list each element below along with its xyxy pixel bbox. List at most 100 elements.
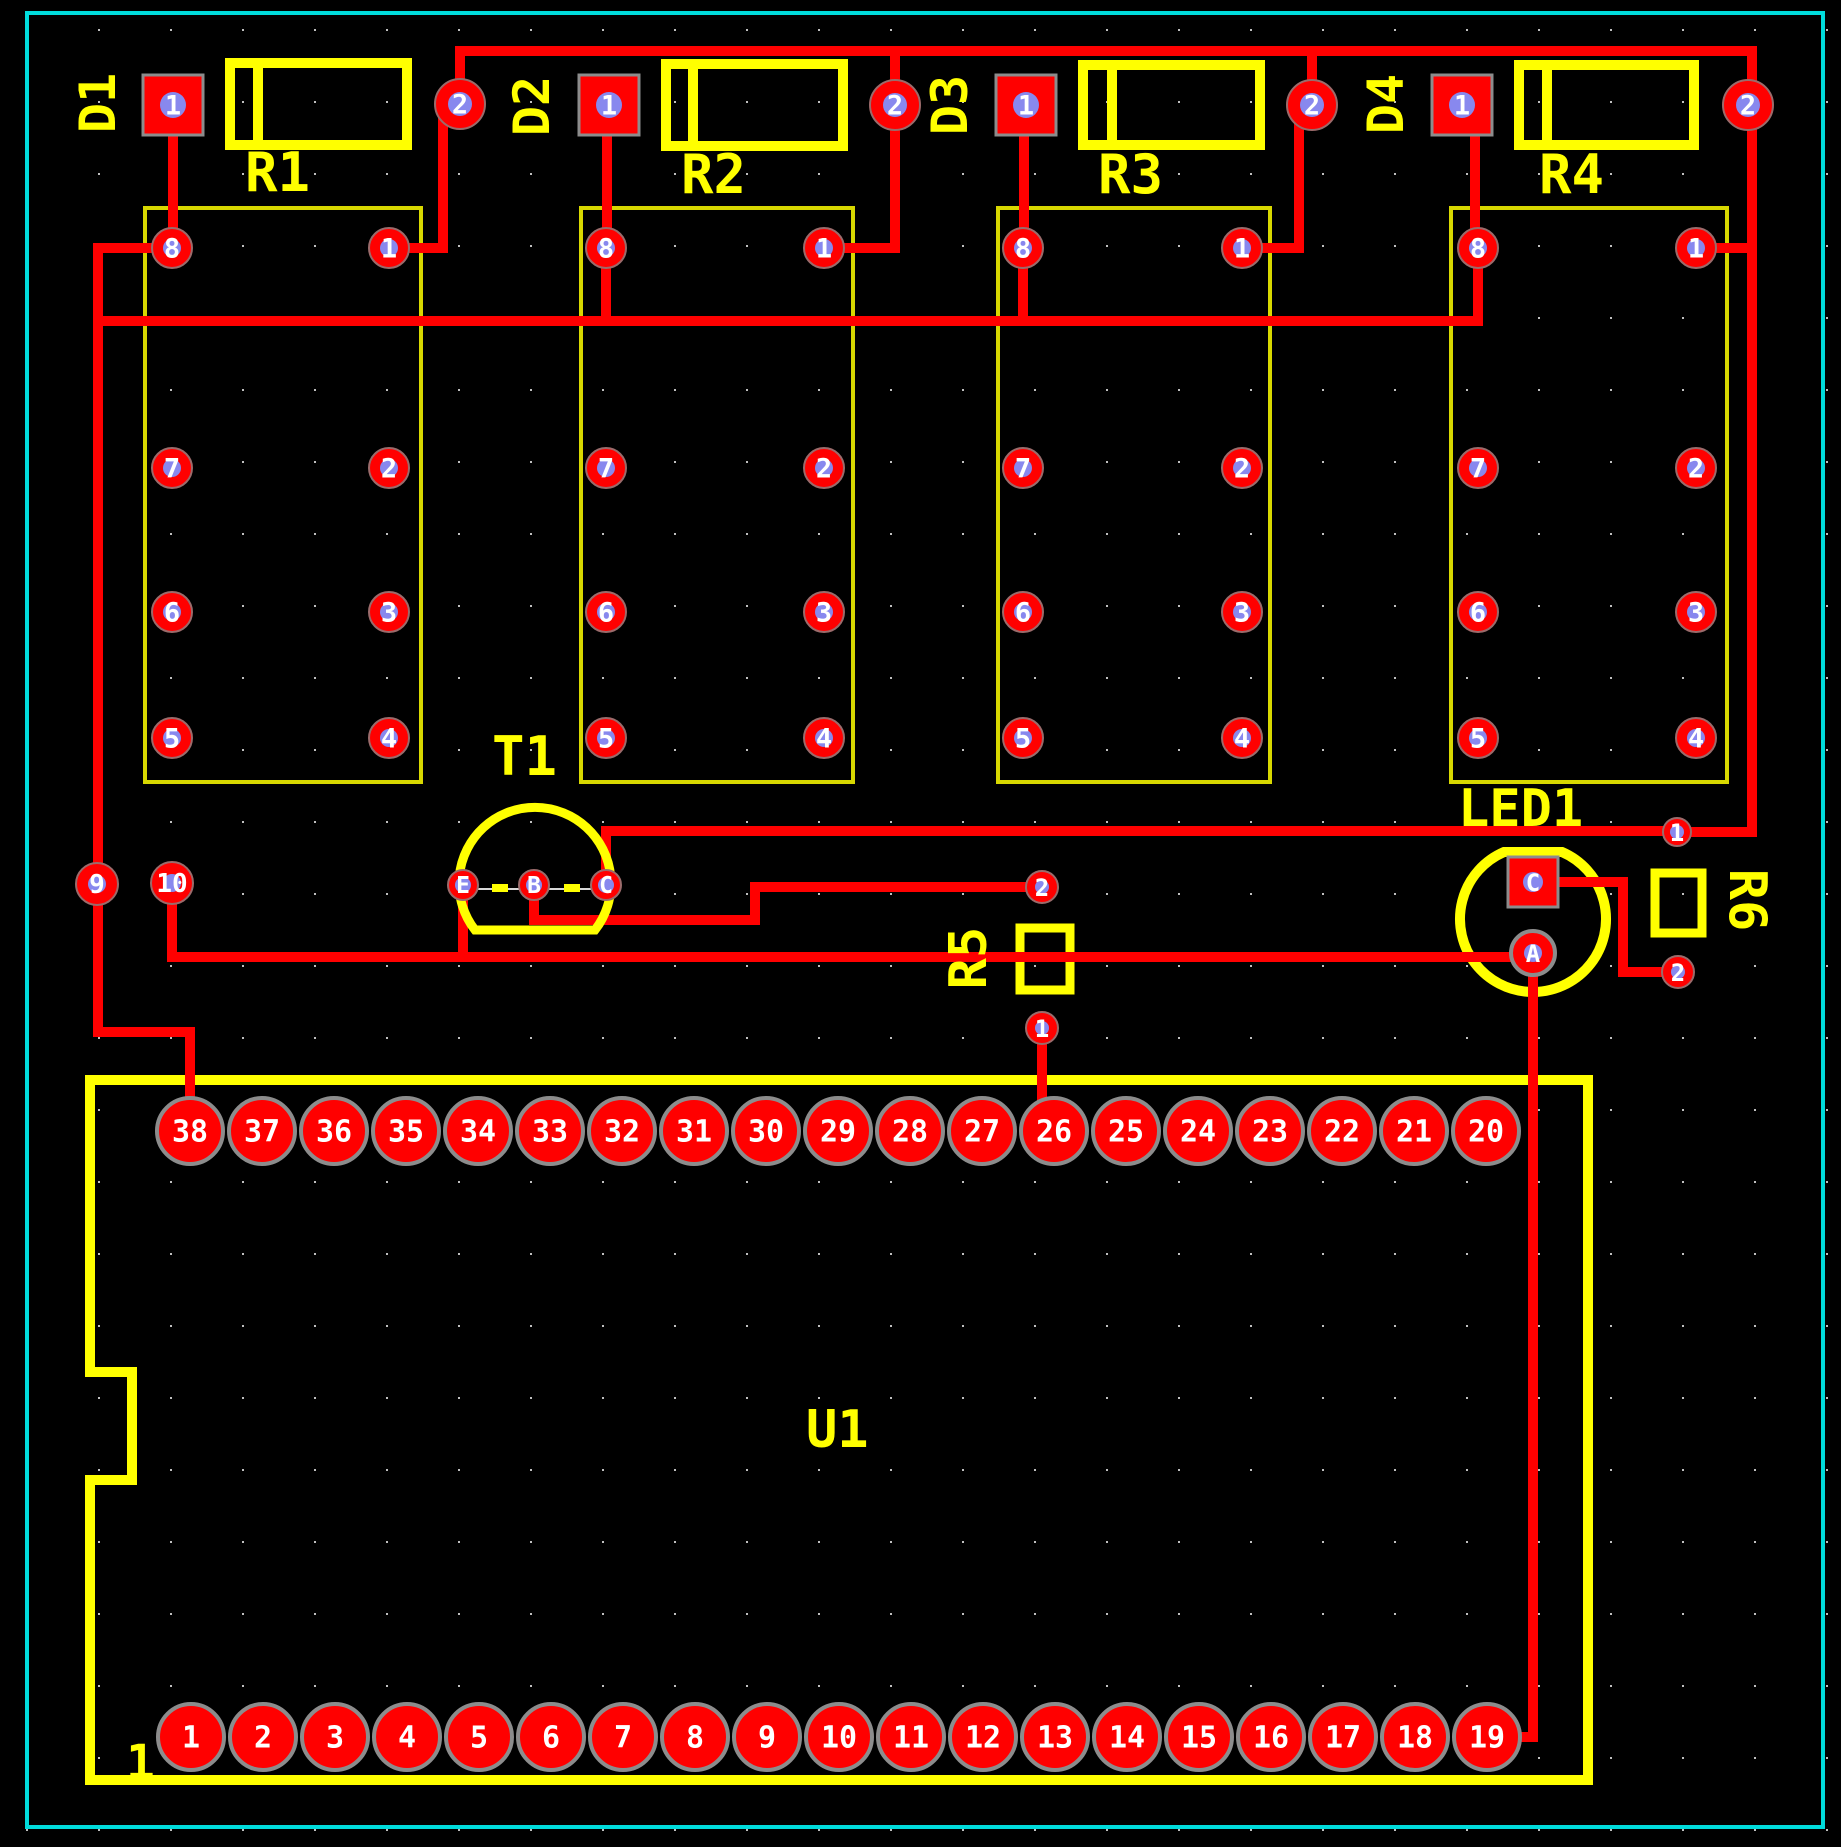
u1-pad37[interactable] bbox=[227, 1096, 297, 1166]
grid-dot bbox=[1538, 389, 1540, 391]
led1-pad-c[interactable] bbox=[1506, 855, 1560, 909]
d1-label[interactable]: D1 bbox=[69, 73, 127, 133]
u1-pad20[interactable] bbox=[1451, 1096, 1521, 1166]
u1-pad17[interactable] bbox=[1308, 1702, 1378, 1772]
grid-dot bbox=[1322, 245, 1324, 247]
u1-pad9-number: 9 bbox=[758, 1721, 776, 1756]
u1-pad31[interactable] bbox=[659, 1096, 729, 1166]
u1-pad26[interactable] bbox=[1019, 1096, 1089, 1166]
r2-label[interactable]: R2 bbox=[681, 143, 746, 206]
grid-dot bbox=[170, 677, 172, 679]
u1-pad36[interactable] bbox=[299, 1096, 369, 1166]
grid-dot bbox=[1034, 1829, 1036, 1831]
u1-pad18-number: 18 bbox=[1397, 1721, 1433, 1756]
u1-pad25[interactable] bbox=[1091, 1096, 1161, 1166]
u1-pad3[interactable] bbox=[300, 1702, 370, 1772]
r3-outline[interactable] bbox=[1078, 60, 1265, 150]
u1-pad22[interactable] bbox=[1307, 1096, 1377, 1166]
u1-pad34[interactable] bbox=[443, 1096, 513, 1166]
grid-dot bbox=[530, 1037, 532, 1039]
u1-pad8[interactable] bbox=[660, 1702, 730, 1772]
grid-dot bbox=[962, 1685, 964, 1687]
r3-label[interactable]: R3 bbox=[1098, 143, 1163, 206]
d4-label[interactable]: D4 bbox=[1357, 74, 1415, 134]
u1-pad32[interactable] bbox=[587, 1096, 657, 1166]
grid-dot bbox=[170, 1829, 172, 1831]
u1-pad4[interactable] bbox=[372, 1702, 442, 1772]
u1-pad28[interactable] bbox=[875, 1096, 945, 1166]
grid-dot bbox=[170, 1037, 172, 1039]
u1-pad29[interactable] bbox=[803, 1096, 873, 1166]
u1-pad18[interactable] bbox=[1380, 1702, 1450, 1772]
r6-label[interactable]: R6 bbox=[1717, 869, 1777, 932]
grid-dot bbox=[1250, 1037, 1252, 1039]
u1-pad24[interactable] bbox=[1163, 1096, 1233, 1166]
relay1-pad6-hole bbox=[163, 603, 181, 621]
u1-pad38[interactable] bbox=[155, 1096, 225, 1166]
r1-outline[interactable] bbox=[225, 58, 412, 150]
u1-pad13[interactable] bbox=[1020, 1702, 1090, 1772]
d3-label[interactable]: D3 bbox=[921, 75, 979, 135]
relay1-outline[interactable] bbox=[143, 206, 423, 784]
u1-pad9[interactable] bbox=[732, 1702, 802, 1772]
u1-pad5[interactable] bbox=[444, 1702, 514, 1772]
u1-pad12[interactable] bbox=[948, 1702, 1018, 1772]
grid-dot bbox=[1394, 965, 1396, 967]
r2-outline[interactable] bbox=[661, 59, 848, 151]
u1-pad10[interactable] bbox=[804, 1702, 874, 1772]
grid-dot bbox=[818, 1397, 820, 1399]
u1-pad35[interactable] bbox=[371, 1096, 441, 1166]
grid-dot bbox=[242, 1253, 244, 1255]
u1-label[interactable]: U1 bbox=[806, 1400, 869, 1460]
u1-pad2[interactable] bbox=[228, 1702, 298, 1772]
grid-dot bbox=[1538, 1037, 1540, 1039]
relay3-pad8-hole bbox=[1014, 239, 1032, 257]
board-outline[interactable] bbox=[25, 11, 1825, 1829]
u1-pad7[interactable] bbox=[588, 1702, 658, 1772]
u1-pad27[interactable] bbox=[947, 1096, 1017, 1166]
u1-pad1[interactable] bbox=[156, 1702, 226, 1772]
grid-dot bbox=[1250, 1181, 1252, 1183]
grid-dot bbox=[890, 749, 892, 751]
grid-dot bbox=[1322, 1325, 1324, 1327]
u1-pad23[interactable] bbox=[1235, 1096, 1305, 1166]
grid-dot bbox=[1178, 101, 1180, 103]
u1-pad6[interactable] bbox=[516, 1702, 586, 1772]
u1-pad11[interactable] bbox=[876, 1702, 946, 1772]
t1-label[interactable]: T1 bbox=[492, 725, 557, 788]
relay3-outline[interactable] bbox=[996, 206, 1272, 784]
grid-dot bbox=[1466, 1181, 1468, 1183]
r1-label[interactable]: R1 bbox=[245, 141, 310, 204]
r4-label[interactable]: R4 bbox=[1539, 143, 1604, 206]
grid-dot bbox=[1178, 389, 1180, 391]
u1-pad15[interactable] bbox=[1164, 1702, 1234, 1772]
relay2-outline[interactable] bbox=[579, 206, 855, 784]
u1-pad21[interactable] bbox=[1379, 1096, 1449, 1166]
trace-led-c-to-r6-pad2[interactable] bbox=[1528, 877, 1683, 977]
r4-outline[interactable] bbox=[1514, 60, 1699, 150]
trace-top-rail-to-r6-pad1[interactable] bbox=[455, 46, 1757, 837]
u1-pad33[interactable] bbox=[515, 1096, 585, 1166]
grid-dot bbox=[1538, 29, 1540, 31]
r6-outline[interactable] bbox=[1650, 868, 1707, 938]
grid-dot bbox=[1610, 533, 1612, 535]
u1-outline[interactable] bbox=[85, 1075, 1593, 1785]
trace-d2-cathode-to-relay2-pad1[interactable] bbox=[819, 102, 900, 253]
u1-pad30[interactable] bbox=[731, 1096, 801, 1166]
u1-pin1-marker[interactable]: 1 bbox=[126, 1735, 155, 1791]
u1-pad14[interactable] bbox=[1092, 1702, 1162, 1772]
grid-dot bbox=[386, 1685, 388, 1687]
r5-pad1-number: 1 bbox=[1035, 1015, 1049, 1043]
d2-label[interactable]: D2 bbox=[503, 76, 561, 136]
relay4-outline[interactable] bbox=[1449, 206, 1729, 784]
trace-left-bus-pad9-to-u1-pad38[interactable] bbox=[93, 243, 195, 1136]
u1-pad19[interactable] bbox=[1452, 1702, 1522, 1772]
trace-t1-base-to-r5-pad2[interactable] bbox=[529, 880, 1047, 925]
u1-pad28-number: 28 bbox=[892, 1115, 928, 1150]
led1-label[interactable]: LED1 bbox=[1458, 779, 1583, 839]
grid-dot bbox=[1466, 1037, 1468, 1039]
relay3-pad7-number: 7 bbox=[1015, 454, 1031, 485]
u1-pad16[interactable] bbox=[1236, 1702, 1306, 1772]
r5-label[interactable]: R5 bbox=[939, 927, 999, 990]
